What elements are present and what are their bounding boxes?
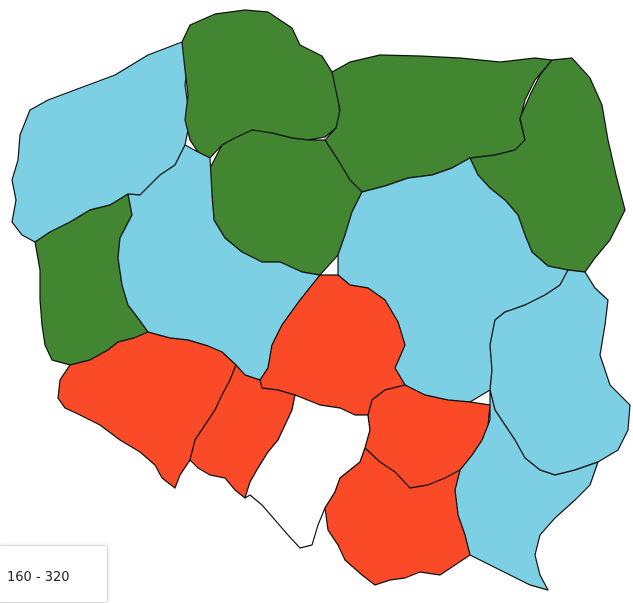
legend-range-label: 160 - 320: [7, 570, 70, 585]
region-malopolskie[interactable]: [324, 447, 471, 586]
map-legend: 160 - 320: [0, 545, 108, 603]
region-pomorskie[interactable]: [181, 9, 341, 159]
